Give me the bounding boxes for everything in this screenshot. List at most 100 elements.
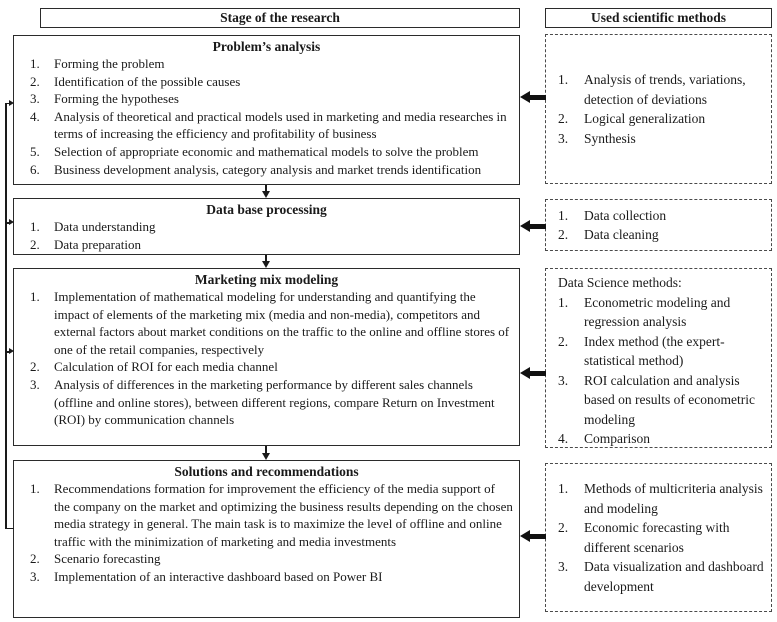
methods-box-data-base-processing: 1. Data collection 2. Data cleaning — [545, 199, 772, 251]
item-text: Recommendations formation for improvemen… — [54, 481, 513, 549]
item-number: 4. — [30, 108, 40, 124]
item-number: 3. — [558, 130, 569, 146]
list-item: 1. Data understanding — [14, 218, 519, 236]
item-text: Methods of multicriteria analysis and mo… — [584, 481, 763, 516]
item-text: Economic forecasting with different scen… — [584, 520, 730, 555]
item-number: 3. — [558, 372, 569, 388]
right-column-header-label: Used scientific methods — [591, 10, 726, 25]
item-text: Data cleaning — [584, 227, 659, 242]
stage-title: Problem’s analysis — [212, 39, 321, 54]
feedback-line-vertical — [5, 103, 7, 529]
list-item: 3. Data visualization and dashboard deve… — [546, 557, 771, 596]
item-number: 3. — [30, 376, 40, 392]
item-text: Identification of the possible causes — [54, 73, 241, 89]
item-text: Logical generalization — [584, 111, 706, 126]
methods-box-marketing-mix-modeling: Data Science methods: 1. Econometric mod… — [545, 268, 772, 448]
item-text: Comparison — [584, 431, 650, 446]
item-text: Index method (the expert-statistical met… — [584, 333, 725, 369]
list-item: 3. ROI calculation and analysis based on… — [546, 371, 771, 430]
list-item: 1. Econometric modeling and regression a… — [546, 293, 771, 332]
list-item: 5. Selection of appropriate economic and… — [14, 143, 519, 161]
item-text: Calculation of ROI for each media channe… — [54, 359, 278, 375]
item-number: 1. — [558, 72, 569, 87]
stage-title: Marketing mix modeling — [194, 272, 339, 287]
list-item: 1. Methods of multicriteria analysis and… — [546, 479, 771, 518]
stage-box-marketing-mix-modeling: Marketing mix modeling 1. Implementation… — [13, 268, 520, 446]
list-item: 2. Scenario forecasting — [14, 550, 519, 568]
item-number: 1. — [30, 481, 40, 496]
left-column-header-label: Stage of the research — [220, 10, 340, 25]
list-item: 1. Data collection — [546, 206, 771, 226]
feedback-line-from-solutions — [5, 527, 14, 529]
methods-label: Data Science methods: — [558, 275, 682, 290]
list-item: 1. Recommendations formation for improve… — [14, 480, 519, 550]
item-number: 1. — [558, 207, 569, 223]
list-item: 2. Identification of the possible causes — [14, 73, 519, 91]
list-item: 3. Analysis of differences in the market… — [14, 376, 519, 429]
item-text: Analysis of theoretical and practical mo… — [54, 108, 507, 142]
list-item: 1. Forming the problem — [14, 55, 519, 73]
item-number: 1. — [558, 481, 569, 496]
item-number: 2. — [30, 236, 40, 252]
methods-arrow-2 — [520, 219, 546, 233]
methods-box-problems-analysis: 1. Analysis of trends, variations, detec… — [545, 34, 772, 184]
item-number: 5. — [30, 143, 40, 159]
item-text: Econometric modeling and regression anal… — [584, 294, 731, 330]
list-item: 2. Data preparation — [14, 236, 519, 254]
item-text: Scenario forecasting — [54, 551, 161, 567]
item-text: Analysis of trends, variations, detectio… — [584, 72, 746, 107]
item-text: Analysis of differences in the marketing… — [54, 376, 495, 428]
list-item: 1. Analysis of trends, variations, detec… — [546, 70, 771, 109]
list-item: 3. Implementation of an interactive dash… — [14, 568, 519, 586]
list-item: 3. Forming the hypotheses — [14, 90, 519, 108]
stage-box-problems-analysis: Problem’s analysis 1. Forming the proble… — [13, 35, 520, 185]
item-number: 2. — [30, 359, 40, 375]
item-text: ROI calculation and analysis based on re… — [584, 372, 755, 427]
item-number: 2. — [30, 73, 40, 89]
item-number: 1. — [30, 56, 40, 71]
list-item: 2. Logical generalization — [546, 109, 771, 129]
list-item: 2. Economic forecasting with different s… — [546, 518, 771, 557]
item-text: Data visualization and dashboard develop… — [584, 559, 764, 594]
item-number: 2. — [558, 333, 569, 349]
item-text: Forming the hypotheses — [54, 91, 179, 107]
item-number: 1. — [558, 294, 569, 310]
item-text: Data understanding — [54, 219, 156, 234]
item-number: 2. — [558, 520, 569, 535]
list-item: 2. Calculation of ROI for each media cha… — [14, 358, 519, 376]
item-number: 3. — [30, 91, 40, 107]
list-item: 4. Analysis of theoretical and practical… — [14, 108, 519, 143]
item-number: 1. — [30, 219, 40, 234]
stage-box-data-base-processing: Data base processing 1. Data understandi… — [13, 198, 520, 255]
item-text: Synthesis — [584, 130, 636, 146]
methods-arrow-3 — [520, 366, 546, 380]
item-number: 4. — [558, 431, 569, 446]
item-text: Data collection — [584, 207, 667, 223]
stage-title: Solutions and recommendations — [174, 464, 359, 479]
list-item: 4. Comparison — [546, 429, 771, 449]
item-text: Selection of appropriate economic and ma… — [54, 143, 479, 159]
methods-arrow-4 — [520, 529, 546, 543]
methods-box-solutions-recommendations: 1. Methods of multicriteria analysis and… — [545, 463, 772, 612]
item-number: 3. — [558, 559, 569, 574]
item-number: 2. — [558, 111, 569, 126]
list-item: 6. Business development analysis, catego… — [14, 161, 519, 179]
item-text: Business development analysis, category … — [54, 161, 482, 177]
list-item: 2. Index method (the expert-statistical … — [546, 332, 771, 371]
item-number: 6. — [30, 161, 40, 177]
right-column-header: Used scientific methods — [545, 8, 772, 28]
stage-title: Data base processing — [206, 202, 327, 217]
item-text: Data preparation — [54, 236, 141, 252]
left-column-header: Stage of the research — [40, 8, 520, 28]
list-item: 1. Implementation of mathematical modeli… — [14, 288, 519, 358]
list-item: 2. Data cleaning — [546, 225, 771, 245]
stage-box-solutions-recommendations: Solutions and recommendations 1. Recomme… — [13, 460, 520, 618]
item-number: 1. — [30, 289, 40, 304]
item-number: 3. — [30, 568, 40, 584]
list-item: 3. Synthesis — [546, 129, 771, 149]
item-number: 2. — [558, 227, 569, 242]
item-number: 2. — [30, 551, 40, 567]
item-text: Implementation of an interactive dashboa… — [54, 568, 383, 584]
methods-arrow-1 — [520, 90, 546, 104]
